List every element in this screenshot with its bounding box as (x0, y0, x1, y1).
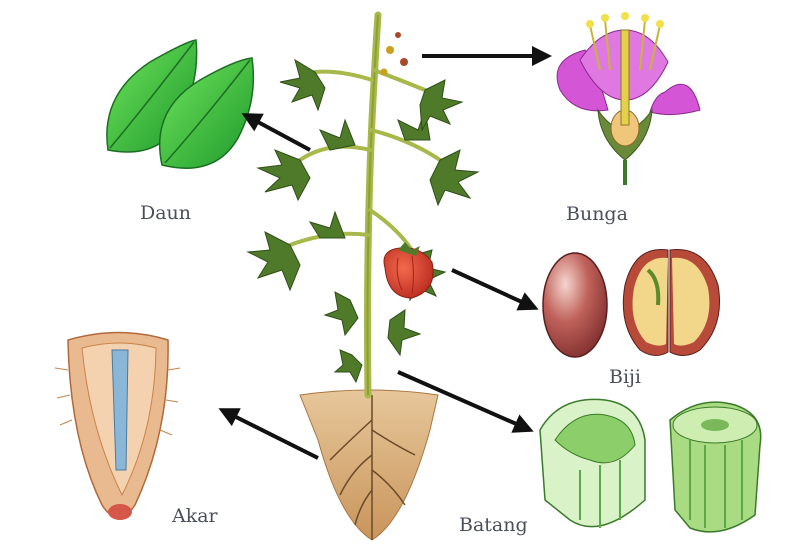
flower-illustration (557, 12, 700, 185)
label-root: Akar (172, 505, 218, 527)
tomato-fruit (384, 242, 433, 298)
soil-cone (300, 390, 438, 540)
flower-buds (381, 32, 409, 76)
label-seed: Biji (609, 366, 641, 388)
plant-leaves (248, 60, 478, 382)
seed-illustration (543, 249, 720, 357)
tomato-plant (248, 15, 478, 540)
arrow-to-root (222, 410, 318, 458)
root-illustration (55, 333, 180, 521)
label-leaf: Daun (140, 202, 191, 224)
arrow-to-seed (452, 270, 535, 308)
arrow-to-leaf (245, 115, 310, 150)
label-stem: Batang (459, 514, 528, 536)
leaf-illustration (107, 40, 253, 168)
label-flower: Bunga (566, 203, 628, 225)
stem-section-illustration (540, 399, 761, 532)
